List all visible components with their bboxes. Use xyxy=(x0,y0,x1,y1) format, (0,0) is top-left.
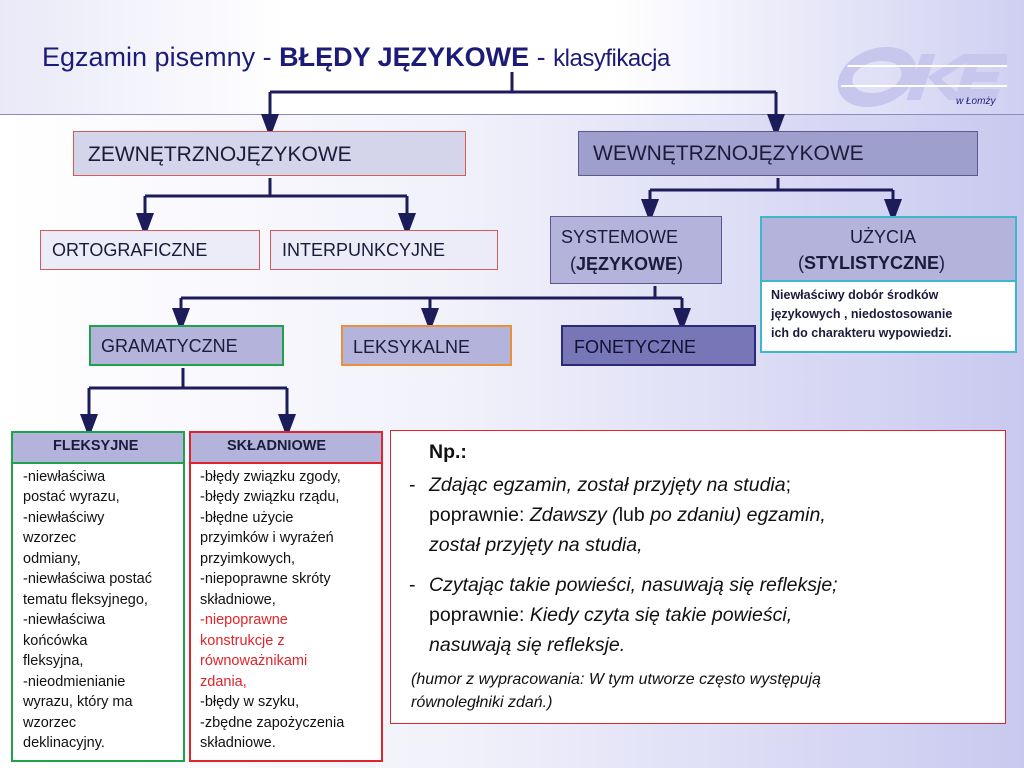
oke-logo xyxy=(837,47,1007,107)
example-1-or: lub xyxy=(618,504,645,526)
box-zewnetrznojezykowe: ZEWNĘTRZNOJĘZYKOWE xyxy=(73,131,466,176)
connector-sys xyxy=(181,286,682,300)
skladniowe-header: SKŁADNIOWE xyxy=(191,433,381,464)
example-2-line2: poprawnie: Kiedy czyta się takie powieśc… xyxy=(429,604,792,627)
box-systemowe: SYSTEMOWE (JĘZYKOWE) xyxy=(550,216,722,284)
logo-caption: w Łomży xyxy=(956,96,996,107)
example-2-dash: - xyxy=(409,574,416,596)
uz-paren-open: ( xyxy=(798,253,804,273)
box-interpunkcyjne: INTERPUNKCYJNE xyxy=(270,230,498,270)
fleksyjne-line: -niewłaściwy xyxy=(23,510,105,526)
slide-title: Egzamin pisemny - BŁĘDY JĘZYKOWE - klasy… xyxy=(42,42,670,73)
example-1-correct-label: poprawnie: xyxy=(429,504,530,526)
fleksyjne-line: wzorzec xyxy=(23,530,77,546)
orto-label: ORTOGRAFICZNE xyxy=(52,240,208,260)
fleksyjne-line: -niewłaściwa xyxy=(23,469,106,485)
leks-label: LEKSYKALNE xyxy=(353,337,471,357)
box-leksykalne: LEKSYKALNE xyxy=(341,325,512,366)
title-part-4: klasyfikacja xyxy=(553,45,670,72)
uz-desc-line: językowych , niedostosowanie xyxy=(771,307,953,321)
skladniowe-line: składniowe. xyxy=(200,735,276,751)
example-2-line3: nasuwają się refleksje. xyxy=(429,634,626,656)
skladniowe-line-highlight: zdania, xyxy=(200,674,247,690)
fleksyjne-line: -nieodmienianie xyxy=(23,674,126,690)
skladniowe-line-highlight: konstrukcje z xyxy=(200,633,285,649)
uz-desc-line: ich do charakteru wypowiedzi. xyxy=(771,326,952,340)
box-gramatyczne: GRAMATYCZNE xyxy=(89,325,284,366)
box-uzycia-description: Niewłaściwy dobór środków językowych , n… xyxy=(760,282,1017,353)
connector-zew xyxy=(145,178,407,198)
fleksyjne-line: postać wyrazu, xyxy=(23,489,120,505)
title-part-1: Egzamin pisemny - xyxy=(42,42,280,72)
title-part-bold: BŁĘDY JĘZYKOWE xyxy=(279,42,530,72)
box-uzycia: UŻYCIA (STYLISTYCZNE) xyxy=(760,216,1017,282)
example-1-correction-alt: po zdaniu) egzamin, xyxy=(644,504,826,526)
uz-label-line1: UŻYCIA xyxy=(850,227,917,247)
fleksyjne-line: odmiany, xyxy=(23,551,81,567)
column-skladniowe: SKŁADNIOWE -błędy związku zgody, -błędy … xyxy=(189,431,383,762)
skladniowe-line: -zbędne zapożyczenia xyxy=(200,715,345,731)
examples-heading: Np.: xyxy=(429,441,467,463)
humor-note-line2: równoległniki zdań.) xyxy=(411,694,553,711)
example-2-correction: Kiedy czyta się takie powieści, xyxy=(529,604,793,626)
example-1-correction: Zdawszy ( xyxy=(529,504,619,526)
skladniowe-line: -błędy w szyku, xyxy=(200,694,300,710)
skladniowe-line: składniowe, xyxy=(200,592,276,608)
zew-label: ZEWNĘTRZNOJĘZYKOWE xyxy=(88,143,352,166)
skladniowe-line: przyimków i wyrażeń xyxy=(200,530,334,546)
header-divider xyxy=(0,114,1024,115)
fleksyjne-line: deklinacyjny. xyxy=(23,735,105,751)
sys-paren-close: ) xyxy=(677,254,684,274)
sys-label-bold: JĘZYKOWE xyxy=(576,254,678,274)
box-ortograficzne: ORTOGRAFICZNE xyxy=(40,230,260,270)
connector-wew xyxy=(650,178,893,192)
uz-desc-line: Niewłaściwy dobór środków xyxy=(771,288,939,302)
example-1-line3: został przyjęty na studia, xyxy=(429,534,643,556)
example-1-sentence: Zdając egzamin, został przyjęty na studi… xyxy=(429,474,786,496)
sys-label-line1: SYSTEMOWE xyxy=(561,227,679,247)
example-1-semicolon: ; xyxy=(785,474,792,496)
skladniowe-line: -błędy związku zgody, xyxy=(200,469,341,485)
fleksyjne-line: -niewłaściwa xyxy=(23,612,106,628)
fleksyjne-line: wzorzec xyxy=(23,715,77,731)
sys-label-line2: (JĘZYKOWE) xyxy=(570,254,683,275)
fleksyjne-line: -niewłaściwa postać xyxy=(23,571,152,587)
fleksyjne-line: tematu fleksyjnego, xyxy=(23,592,148,608)
example-2-correct-label: poprawnie: xyxy=(429,604,530,626)
fleksyjne-header: FLEKSYJNE xyxy=(13,433,183,464)
fleksyjne-line: końcówka xyxy=(23,633,88,649)
fleksyjne-header-label: FLEKSYJNE xyxy=(53,438,139,454)
uz-paren-close: ) xyxy=(939,253,946,273)
fleksyjne-line: fleksyjna, xyxy=(23,653,84,669)
examples-box: Np.: - Zdając egzamin, został przyjęty n… xyxy=(390,430,1006,724)
column-fleksyjne: FLEKSYJNE -niewłaściwa postać wyrazu, -n… xyxy=(11,431,185,762)
gram-label: GRAMATYCZNE xyxy=(101,336,238,356)
skladniowe-line: -niepoprawne skróty xyxy=(200,571,331,587)
skladniowe-header-label: SKŁADNIOWE xyxy=(227,438,327,454)
example-1-line2: poprawnie: Zdawszy (lub po zdaniu) egzam… xyxy=(429,504,826,527)
box-wewnetrznojezykowe: WEWNĘTRZNOJĘZYKOWE xyxy=(578,131,978,176)
sys-paren-open: ( xyxy=(570,254,576,274)
connector-gram xyxy=(89,368,287,390)
skladniowe-line: przyimkowych, xyxy=(200,551,296,567)
example-1-line1: Zdając egzamin, został przyjęty na studi… xyxy=(429,474,791,497)
title-part-3: - xyxy=(529,42,554,72)
skladniowe-line-highlight: równoważnikami xyxy=(200,653,308,669)
skladniowe-line: -błędne użycie xyxy=(200,510,294,526)
fon-label: FONETYCZNE xyxy=(574,337,697,357)
box-fonetyczne: FONETYCZNE xyxy=(561,325,756,366)
uz-label-line2: (STYLISTYCZNE) xyxy=(798,253,945,274)
wew-label: WEWNĘTRZNOJĘZYKOWE xyxy=(593,142,864,165)
interp-label: INTERPUNKCYJNE xyxy=(282,240,446,260)
skladniowe-line-highlight: -niepoprawne xyxy=(200,612,288,628)
example-2-line1: Czytając takie powieści, nasuwają się re… xyxy=(429,574,838,596)
humor-note-line1: (humor z wypracowania: W tym utworze czę… xyxy=(411,671,821,688)
example-1-dash: - xyxy=(409,474,416,496)
fleksyjne-line: wyrazu, który ma xyxy=(23,694,133,710)
uz-label-bold: STYLISTYCZNE xyxy=(804,253,940,273)
skladniowe-line: -błędy związku rządu, xyxy=(200,489,340,505)
